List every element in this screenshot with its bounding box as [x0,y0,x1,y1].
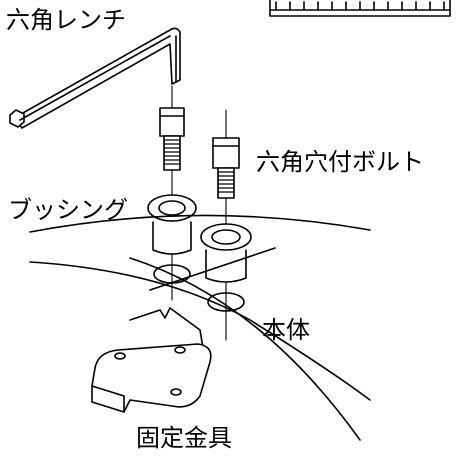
bushing-left [147,194,197,255]
label-bushing: ブッシング [8,196,128,224]
label-body: 本体 [262,316,310,344]
label-fixture: 固定金具 [136,424,232,452]
label-socket-bolt: 六角穴付ボルト [256,148,424,176]
hex-wrench [9,27,181,129]
main-body [29,214,371,441]
socket-bolt-right [212,137,240,199]
socket-bolt-left [159,107,185,171]
fixture-bracket [91,343,212,413]
label-hex-wrench: 六角レンチ [6,6,126,34]
bushing-right [200,223,252,283]
top-rack-strip [269,0,451,17]
